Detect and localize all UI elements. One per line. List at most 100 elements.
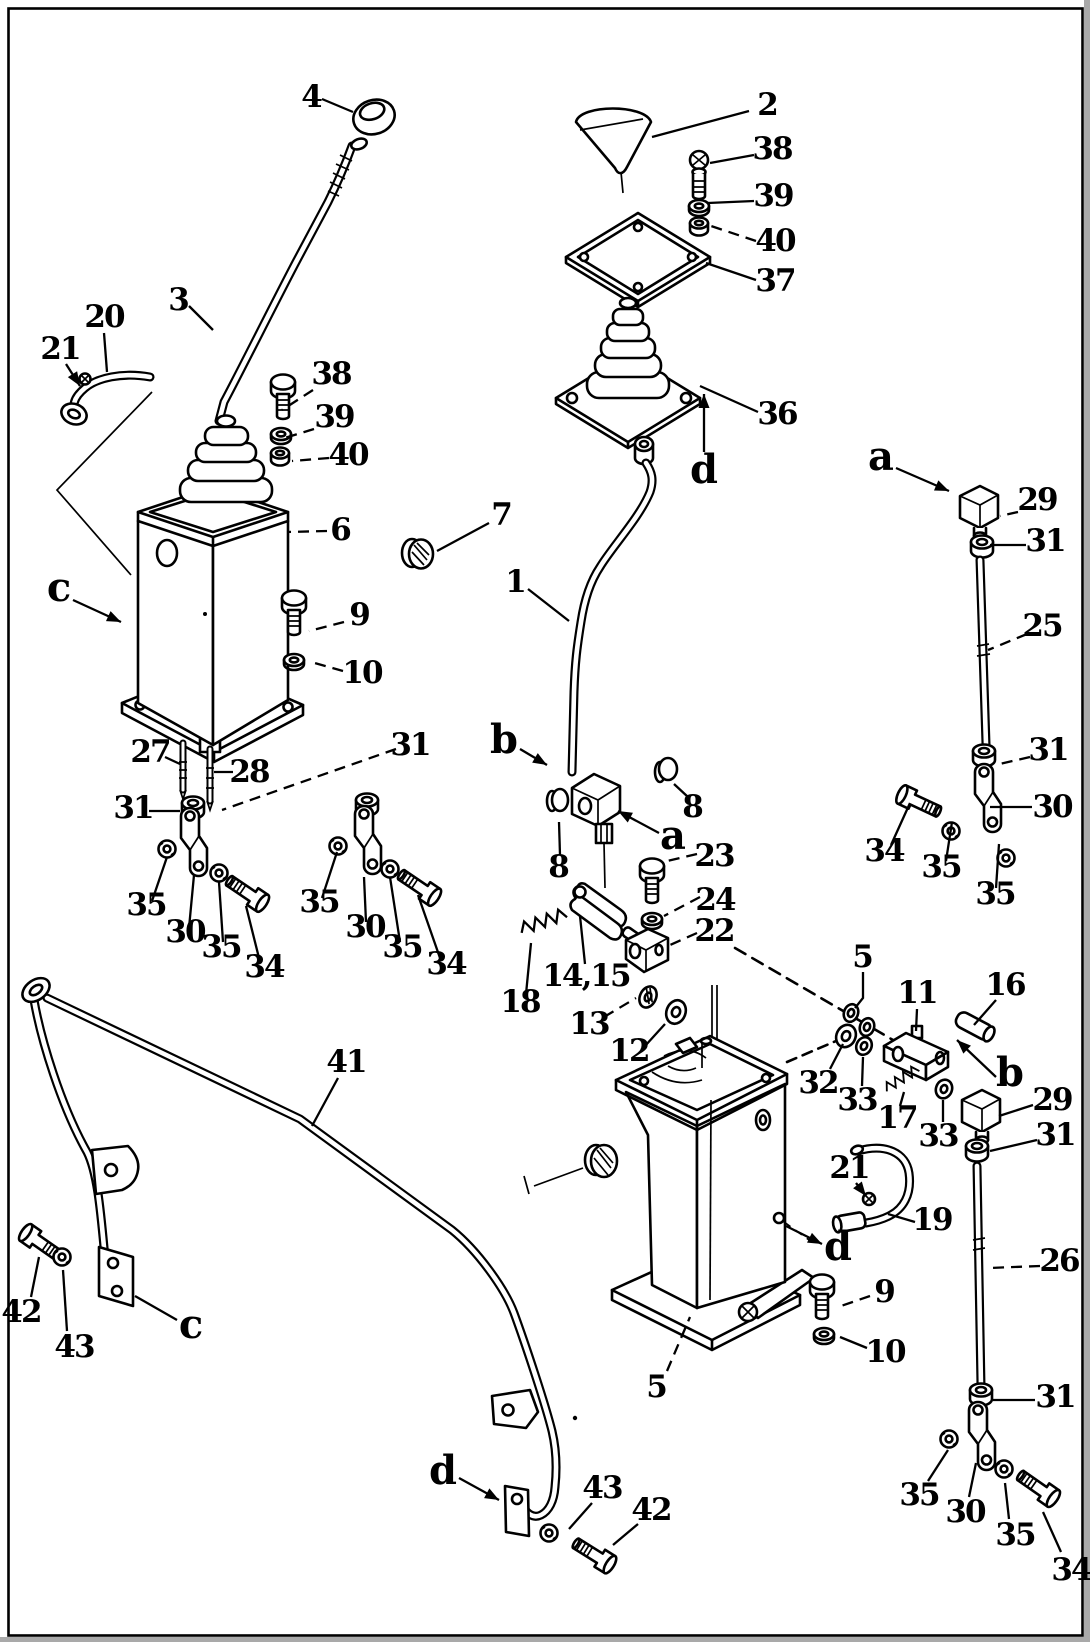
callout-b-59: b: [996, 1049, 1024, 1096]
leader-43-79: [568, 1502, 593, 1530]
arrowhead-c-8: [105, 611, 121, 622]
callout-43-76: 43: [54, 1329, 94, 1365]
callout-31-34: 31: [1028, 732, 1067, 768]
callout-31-61: 31: [1035, 1117, 1074, 1153]
leader-36-28: [699, 384, 759, 414]
arrowhead-a-30: [933, 480, 949, 491]
leader-c-77: [134, 1295, 178, 1321]
plug-7: [400, 537, 435, 570]
washer-12: [664, 998, 688, 1026]
callout-21-62: 21: [829, 1150, 868, 1186]
callout-30-35: 30: [1032, 789, 1073, 825]
leader-10-67: [839, 1335, 868, 1350]
callout-13-50: 13: [569, 1006, 609, 1042]
arrowhead-b-41: [532, 753, 547, 765]
leader-30-20: [362, 876, 368, 923]
leader-5-52: [854, 972, 865, 1009]
callout-9-66: 9: [874, 1274, 894, 1310]
bushing-8-left: [550, 787, 570, 813]
callout-14,15-48: 14,15: [542, 958, 630, 994]
leader-8-42: [557, 821, 562, 856]
leader-40-6: [291, 456, 330, 463]
callout-21-3: 21: [40, 331, 79, 367]
lower-valve-assembly: [523, 1002, 1064, 1511]
callout-5-52: 5: [852, 939, 872, 975]
arrowhead-d-78: [484, 1488, 499, 1500]
nut-40: [269, 446, 291, 467]
leader-40-26: [704, 222, 757, 243]
leader-16-54: [973, 999, 997, 1026]
leader-41-74: [310, 1077, 340, 1127]
leader-10-10: [310, 660, 344, 673]
callout-23-45: 23: [694, 838, 734, 874]
leader-31-18: [221, 747, 397, 812]
washer-43: [52, 1247, 72, 1267]
callout-35-19: 35: [299, 884, 339, 920]
leader-37-27: [705, 261, 757, 282]
callout-30-71: 30: [945, 1494, 986, 1530]
callout-1-39: 1: [505, 564, 525, 600]
callout-31-18: 31: [390, 727, 429, 763]
callout-34-73: 34: [1051, 1552, 1090, 1588]
left-lever-assembly: [55, 98, 445, 916]
callout-10-67: 10: [865, 1334, 906, 1370]
leader-29-60: [998, 1103, 1034, 1118]
rod-27: [179, 739, 187, 802]
leader-35-70: [927, 1449, 949, 1482]
washer-35: [380, 859, 400, 879]
callout-35-21: 35: [382, 929, 422, 965]
leader-35-21: [388, 876, 402, 943]
leader-34-73: [1041, 1511, 1063, 1553]
callout-36-28: 36: [757, 396, 797, 432]
callout-35-70: 35: [899, 1477, 939, 1513]
leader-35-14: [150, 856, 169, 902]
arrowhead-a-44: [618, 811, 633, 823]
leader-43-76: [61, 1269, 69, 1332]
callout-5-68: 5: [646, 1369, 666, 1405]
leader-13-50: [603, 997, 637, 1018]
arrowhead-d-64: [807, 1232, 822, 1244]
leader-1-39: [527, 588, 570, 622]
callout-35-37: 35: [921, 849, 961, 885]
callout-16-54: 16: [985, 967, 1025, 1003]
washer-33: [934, 1078, 954, 1100]
leader-35-19: [320, 851, 339, 899]
callout-22-47: 22: [694, 913, 733, 949]
washer-35: [157, 839, 177, 859]
leader-18-49: [524, 942, 533, 995]
callout-27-11: 27: [130, 734, 169, 770]
leader-25-33: [987, 632, 1028, 652]
callout-29-60: 29: [1032, 1082, 1072, 1118]
bushing-8-right: [657, 756, 679, 782]
washer-35: [994, 1459, 1014, 1479]
callout-32-55: 32: [798, 1065, 837, 1101]
leader-17-57: [898, 1091, 906, 1107]
callout-24-46: 24: [695, 882, 736, 918]
callout-28-12: 28: [229, 754, 269, 790]
leader-38-4: [281, 389, 314, 411]
arrowhead-b-59: [957, 1040, 971, 1054]
leader-7-40: [436, 521, 490, 553]
callout-35-14: 35: [126, 887, 166, 923]
leader-31-61: [989, 1138, 1038, 1153]
handle-20-end: [60, 402, 88, 426]
callout-a-44: a: [660, 812, 686, 859]
leader-35-72: [1003, 1482, 1011, 1520]
callout-35-38: 35: [975, 876, 1015, 912]
callout-4-0: 4: [301, 79, 322, 115]
leader-31-34: [994, 755, 1031, 767]
callout-11-53: 11: [897, 975, 936, 1011]
leader-26-65: [988, 1264, 1041, 1270]
callout-8-43: 8: [682, 789, 702, 825]
callout-d-64: d: [824, 1223, 852, 1270]
page-border: [7, 7, 1084, 1637]
leader-35-37: [944, 821, 954, 862]
leader-9-9: [308, 620, 345, 633]
callout-34-36: 34: [864, 833, 905, 869]
leader-27-11: [164, 755, 181, 766]
leader-4-0: [321, 97, 354, 114]
plate-37: [564, 211, 712, 309]
block-11: [882, 1024, 950, 1082]
